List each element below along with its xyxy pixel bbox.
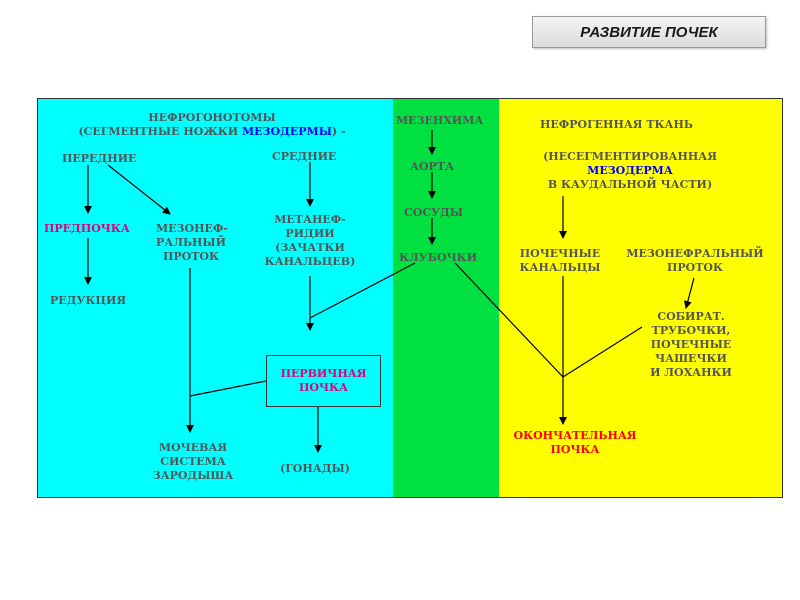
mesonephric-duct-right-label: МЕЗОНЕФРАЛЬНЫЙ ПРОТОК <box>626 247 764 274</box>
nephrotome-panel <box>37 98 393 498</box>
collecting-ducts-label: СОБИРАТ. ТРУБОЧКИ, ПОЧЕЧНЫЕ ЧАШЕЧКИ И ЛО… <box>650 310 732 379</box>
anterior-label: ПЕРЕДНИЕ <box>62 152 137 165</box>
metanephridia-label: МЕТАНЕФ- РИДИИ (ЗАЧАТКИ КАНАЛЬЦЕВ) <box>264 213 356 268</box>
unsegmented-mesoderm-label: (НЕСЕГМЕНТИРОВАННАЯ МЕЗОДЕРМА В КАУДАЛЬН… <box>543 150 717 191</box>
reduction-label: РЕДУКЦИЯ <box>50 294 127 307</box>
urinary-system-label: МОЧЕВАЯ СИСТЕМА ЗАРОДЫША <box>152 441 234 482</box>
mesonephric-duct-label: МЕЗОНЕФ- РАЛЬНЫЙ ПРОТОК <box>156 222 228 263</box>
middle-label: СРЕДНИЕ <box>272 150 337 163</box>
mesenchyme-panel <box>393 98 499 498</box>
glomeruli-label: КЛУБОЧКИ <box>399 251 478 264</box>
arrow-duct-to-collecting <box>683 277 695 309</box>
pronephros-label: ПРЕДПОЧКА <box>44 222 130 235</box>
primary-kidney-box <box>266 355 381 407</box>
primary-kidney-label: ПЕРВИЧНАЯ ПОЧКА <box>280 367 367 394</box>
renal-tubules-label: ПОЧЕЧНЫЕ КАНАЛЬЦЫ <box>519 247 601 274</box>
nephrogenic-tissue-panel <box>499 98 783 498</box>
nephrotome-header: НЕФРОГОНОТОМЫ (СЕГМЕНТНЫЕ НОЖКИ МЕЗОДЕРМ… <box>78 111 346 138</box>
line-glomeruli-to-primary <box>309 262 416 319</box>
final-kidney-label: ОКОНЧАТЕЛЬНАЯ ПОЧКА <box>513 429 637 456</box>
line-collecting-to-junction <box>562 326 643 378</box>
page-title: РАЗВИТИЕ ПОЧЕК <box>532 16 766 48</box>
aorta-label: АОРТА <box>410 160 454 173</box>
nephrogenic-tissue-header: НЕФРОГЕННАЯ ТКАНЬ <box>540 118 693 131</box>
line-glomeruli-to-junction <box>454 262 564 378</box>
gonads-label: (ГОНАДЫ) <box>280 462 350 475</box>
arrow-anterior-to-mesonephric-duct <box>107 164 171 215</box>
mesenchyme-label: МЕЗЕНХИМА <box>396 114 484 127</box>
vessels-label: СОСУДЫ <box>404 206 464 219</box>
line-primary-to-urinary <box>189 380 267 397</box>
